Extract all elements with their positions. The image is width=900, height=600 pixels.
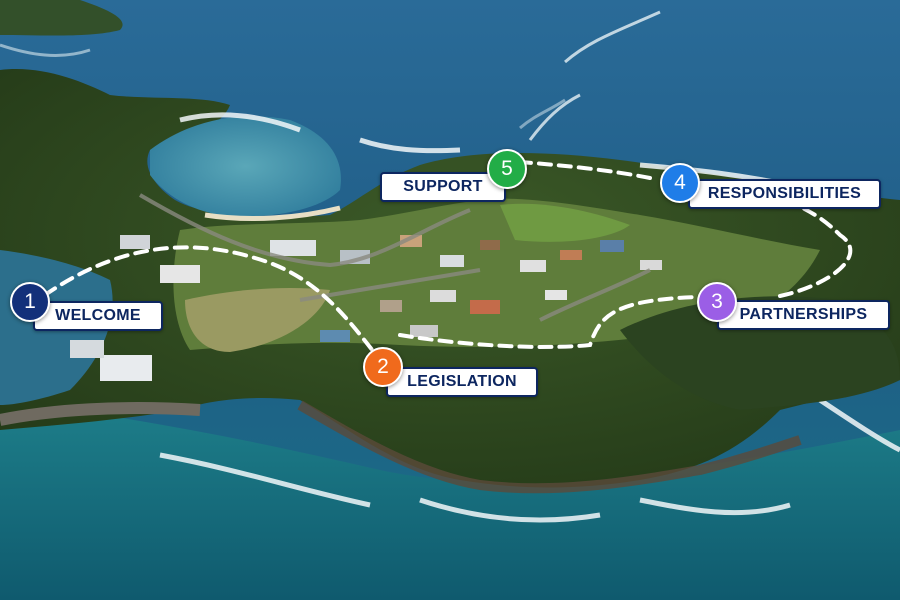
waypoint-label[interactable]: PARTNERSHIPS: [717, 300, 890, 330]
waypoint-label[interactable]: RESPONSIBILITIES: [688, 179, 881, 209]
waypoint-number-badge[interactable]: 3: [697, 282, 737, 322]
waypoint-number-badge[interactable]: 1: [10, 282, 50, 322]
waypoint-label[interactable]: SUPPORT: [380, 172, 506, 202]
waypoint-number-badge[interactable]: 5: [487, 149, 527, 189]
breakwater: [0, 402, 201, 426]
waypoint-label[interactable]: WELCOME: [33, 301, 163, 331]
waypoint-label[interactable]: LEGISLATION: [386, 367, 538, 397]
waypoint-number-badge[interactable]: 2: [363, 347, 403, 387]
swell-lines: [0, 10, 661, 141]
lower-water: [0, 400, 900, 600]
north-headland: [0, 0, 123, 36]
cliffs: [297, 400, 802, 494]
waypoint-number-badge[interactable]: 4: [660, 163, 700, 203]
